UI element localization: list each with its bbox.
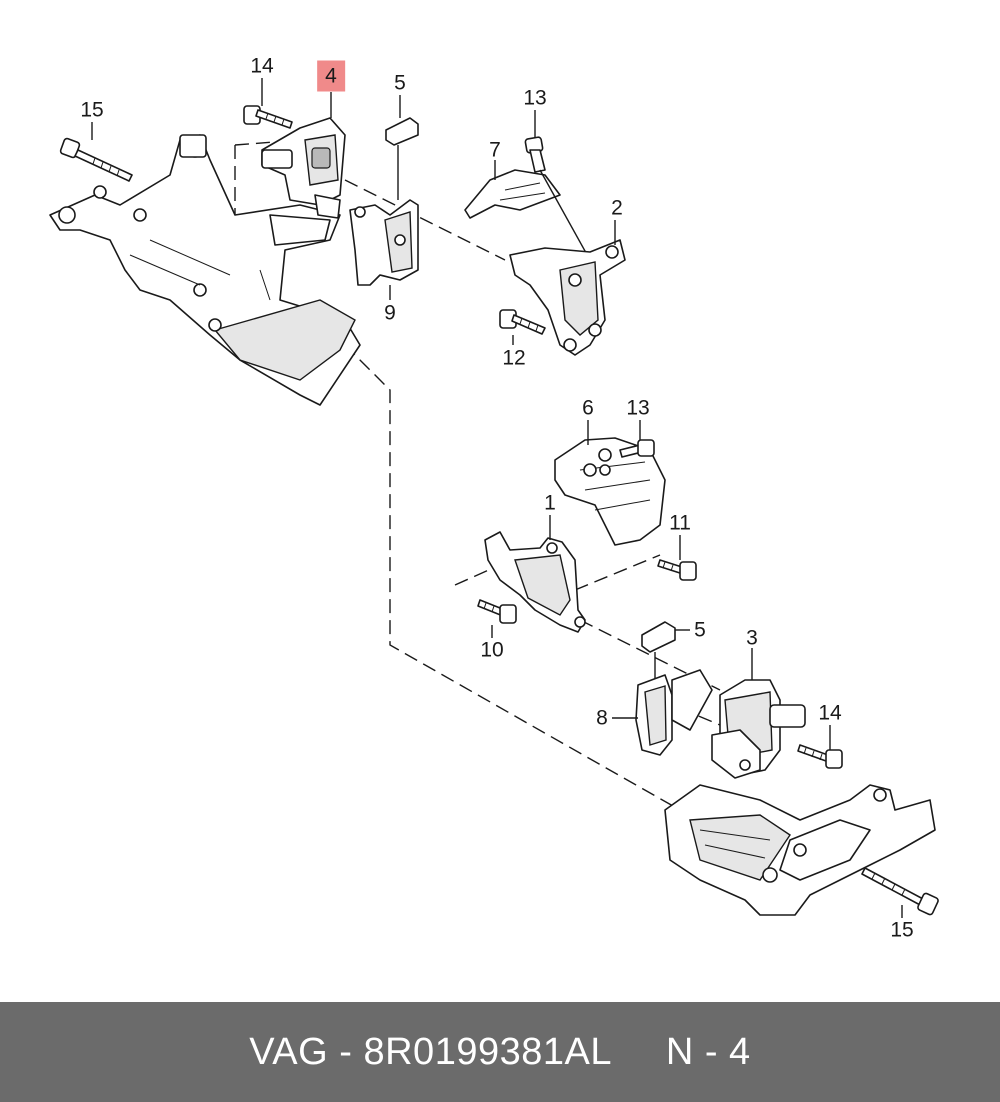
callout-6: 6 bbox=[582, 396, 594, 420]
callout-10: 10 bbox=[480, 638, 504, 662]
callout-14-upper: 14 bbox=[250, 54, 274, 78]
callout-5-lower: 5 bbox=[694, 618, 706, 642]
callout-4-highlighted: 4 bbox=[317, 60, 345, 92]
callout-5-upper: 5 bbox=[394, 71, 406, 95]
callout-8: 8 bbox=[596, 706, 608, 730]
callout-14-lower: 14 bbox=[818, 701, 842, 725]
callout-15-upper: 15 bbox=[80, 98, 104, 122]
diagram-drawing bbox=[49, 78, 939, 918]
heat-shield-6 bbox=[554, 437, 666, 546]
gearbox-mount-3 bbox=[711, 679, 806, 779]
lower-subframe bbox=[664, 784, 936, 916]
callout-13-upper: 13 bbox=[523, 86, 547, 110]
callout-3: 3 bbox=[746, 626, 758, 650]
callout-9: 9 bbox=[384, 301, 396, 325]
bolt-15-upper bbox=[59, 137, 133, 182]
bolt-11 bbox=[657, 559, 697, 581]
callout-11: 11 bbox=[669, 511, 691, 535]
callout-12: 12 bbox=[502, 346, 526, 370]
callout-15-lower: 15 bbox=[890, 918, 914, 942]
bolt-14-lower bbox=[797, 744, 843, 769]
engine-mount-4 bbox=[261, 117, 346, 219]
bracket-8 bbox=[635, 669, 713, 756]
bolt-13-upper bbox=[524, 136, 591, 261]
callout-7: 7 bbox=[489, 138, 501, 162]
bracket-9 bbox=[349, 199, 419, 286]
bracket-1 bbox=[484, 531, 586, 633]
stop-5-upper bbox=[385, 117, 419, 200]
footer-bar: VAG - 8R0199381AL N - 4 bbox=[0, 1002, 1000, 1102]
heat-shield-7 bbox=[464, 169, 561, 219]
bolt-14-upper bbox=[243, 105, 293, 129]
leader-lines bbox=[91, 78, 903, 918]
bolt-13-lower bbox=[619, 439, 655, 458]
bolt-15-lower bbox=[861, 867, 939, 916]
bracket-2 bbox=[509, 239, 626, 356]
upper-subframe bbox=[49, 134, 361, 406]
bolt-12 bbox=[499, 309, 546, 335]
callout-13-lower: 13 bbox=[626, 396, 650, 420]
callout-2: 2 bbox=[611, 196, 623, 220]
exploded-parts-diagram: 14 4 5 15 13 7 2 9 12 6 13 1 11 10 5 3 8… bbox=[49, 54, 939, 942]
part-number-label: VAG - 8R0199381AL N - 4 bbox=[249, 1030, 751, 1073]
callout-1: 1 bbox=[544, 491, 556, 515]
bolt-10 bbox=[477, 599, 517, 624]
